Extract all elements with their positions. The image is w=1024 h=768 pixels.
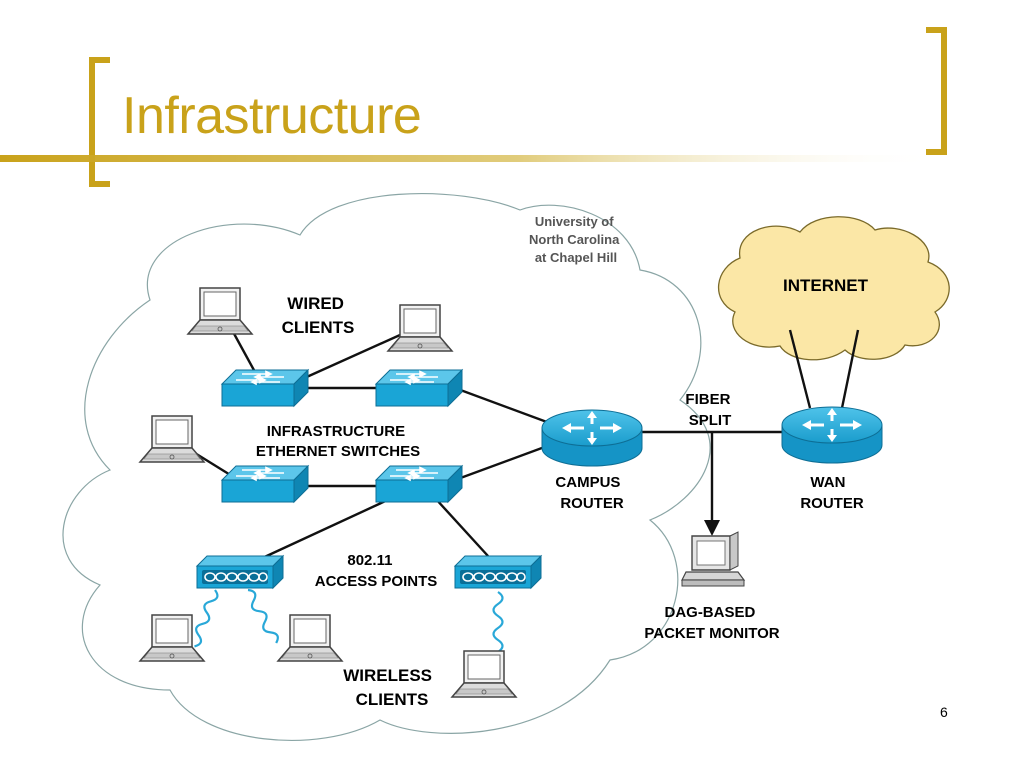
internet-cloud <box>718 216 950 361</box>
switches-label: INFRASTRUCTURE ETHERNET SWITCHES <box>256 423 420 460</box>
ethernet-switch-icon <box>375 465 463 503</box>
wireless-clients-label: WIRELESS CLIENTS <box>343 666 437 709</box>
slide-title: Infrastructure <box>122 87 422 145</box>
wan-router-label: WAN ROUTER <box>800 474 864 512</box>
ethernet-switch-icon <box>221 369 309 407</box>
fiber-split-label: FIBER SPLIT <box>685 391 734 429</box>
page-number: 6 <box>940 704 948 720</box>
internet-label: INTERNET <box>783 276 869 295</box>
ethernet-switch-icon <box>375 369 463 407</box>
access-point-icon <box>454 555 542 589</box>
wired-clients-label: WIRED CLIENTS <box>282 294 355 337</box>
network-links <box>189 329 860 562</box>
fiber-split-arrow <box>704 520 720 536</box>
router-icon <box>781 406 883 464</box>
router-icon <box>541 409 643 467</box>
title-decoration <box>0 27 947 187</box>
access-points-label: 802.11 ACCESS POINTS <box>315 552 438 590</box>
packet-monitor-label: DAG-BASED PACKET MONITOR <box>644 604 779 642</box>
ethernet-switch-icon <box>221 465 309 503</box>
desktop-computer-icon <box>681 531 746 587</box>
campus-router-label: CAMPUS ROUTER <box>555 474 624 512</box>
access-point-icon <box>196 555 284 589</box>
campus-cloud-label: University of North Carolina at Chapel H… <box>529 214 623 265</box>
